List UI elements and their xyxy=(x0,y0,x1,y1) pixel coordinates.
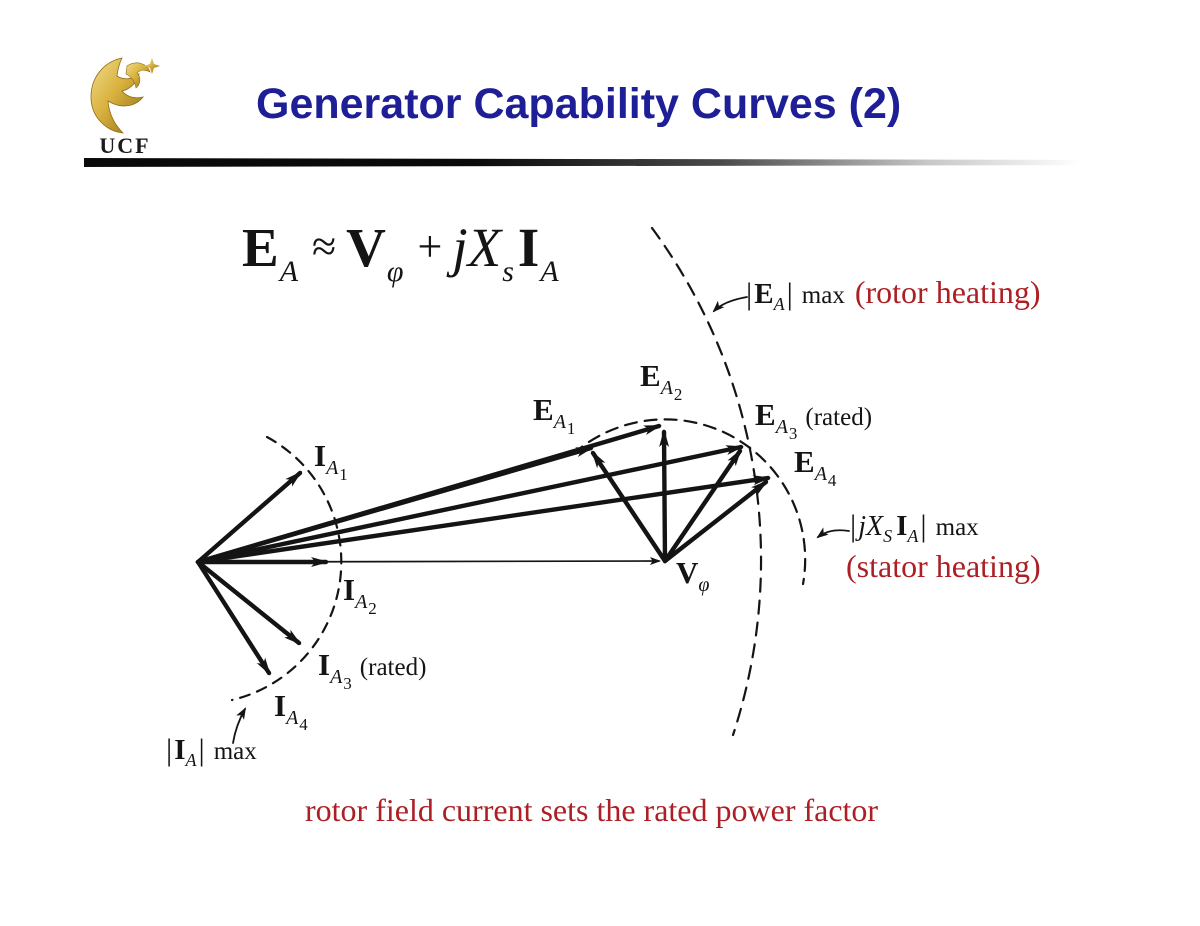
ea3-vector xyxy=(195,444,744,565)
label-ia3: IA3 (rated) xyxy=(318,647,427,692)
ea4-vector xyxy=(195,475,771,565)
label-ia3-index: 3 xyxy=(343,674,352,693)
emf-subscript: A xyxy=(279,255,299,288)
label-ea4-sub: A xyxy=(814,463,827,485)
stator-limit-reactance: jX xyxy=(858,511,884,542)
ucf-wordmark: UCF xyxy=(99,133,150,158)
phasor-vectors xyxy=(195,423,771,676)
armature-limit-open-bar: | xyxy=(166,732,173,767)
rotor-heating-note: (rotor heating) xyxy=(854,274,1041,310)
label-ia3-note: (rated) xyxy=(359,654,427,681)
label-ia1-sub: A xyxy=(326,457,339,479)
rotor-limit-label: |EA|max(rotor heating) xyxy=(744,274,1041,313)
rotor-limit-open-bar: | xyxy=(746,276,753,311)
label-ea4: EA4 xyxy=(794,444,844,489)
rotor-limit-leader xyxy=(712,296,748,313)
emf-symbol: E xyxy=(242,217,279,278)
label-ea3-note: (rated) xyxy=(805,404,873,431)
stator-limit-current-sub: A xyxy=(907,526,919,546)
label-ea2-sub: A xyxy=(660,377,673,399)
label-ea2: EA2 xyxy=(640,358,690,403)
label-ea3: EA3 (rated) xyxy=(755,397,873,442)
plus-sign: + xyxy=(417,222,443,271)
label-ea2-index: 2 xyxy=(673,385,683,404)
label-ea4-index: 4 xyxy=(827,471,837,490)
ia4-vector xyxy=(195,559,272,676)
jxs-ia1-vector xyxy=(590,450,668,564)
page-title: Generator Capability Curves (2) xyxy=(256,80,902,128)
label-ea3-index: 3 xyxy=(788,424,798,443)
jxs-ia2-vector xyxy=(659,429,670,564)
armature-current-limit-arc xyxy=(230,435,343,702)
label-ia1-index: 1 xyxy=(339,465,348,484)
voltage-symbol: V xyxy=(346,217,386,278)
label-ia4-index: 4 xyxy=(299,715,308,734)
reactance-subscript: s xyxy=(502,255,514,288)
label-vphi-base: V xyxy=(676,555,699,590)
rotor-limit-subscript: A xyxy=(773,294,785,314)
label-ea2-base: E xyxy=(640,358,661,393)
label-ia2-base: I xyxy=(343,572,356,607)
current-symbol: I xyxy=(517,217,540,278)
ia3-vector xyxy=(195,559,302,646)
slide-caption: rotor field current sets the rated power… xyxy=(305,792,879,828)
stator-limit-close-bar: | xyxy=(920,508,927,543)
ucf-logo: UCF xyxy=(90,57,160,158)
jxs-ia4-vector xyxy=(662,479,769,564)
rotor-limit-arc xyxy=(650,226,763,737)
rotor-limit-close-bar: | xyxy=(786,276,793,311)
label-ia4-base: I xyxy=(274,688,287,723)
approx-sign: ≈ xyxy=(312,222,337,271)
ia1-vector xyxy=(195,470,303,565)
stator-limit-reactance-sub: S xyxy=(883,526,893,546)
armature-limit-close-bar: | xyxy=(198,732,205,767)
label-ea3-sub: A xyxy=(775,416,788,438)
emf-equation: EA≈Vφ+jXsIA xyxy=(242,217,563,287)
label-ia2: IA2 xyxy=(343,572,385,617)
pegasus-icon xyxy=(90,57,160,134)
armature-limit-symbol: I xyxy=(174,734,186,766)
label-ia1-base: I xyxy=(314,438,327,473)
stator-heating-note: (stator heating) xyxy=(846,548,1041,584)
label-ea1-sub: A xyxy=(553,411,566,433)
armature-limit-subscript: A xyxy=(185,750,197,770)
label-ea1-index: 1 xyxy=(566,419,576,438)
label-ea3-base: E xyxy=(755,397,776,432)
ea2-vector xyxy=(195,423,662,565)
label-vphi: Vφ xyxy=(676,555,709,595)
armature-limit-label: |IA|max xyxy=(164,732,257,769)
stator-limit-open-bar: | xyxy=(850,508,857,543)
label-ea1-base: E xyxy=(533,392,554,427)
label-ia4-sub: A xyxy=(286,707,299,729)
stator-limit-leader xyxy=(816,527,850,539)
stator-limit-label: |jXS IA|max xyxy=(848,508,979,545)
armature-limit-leader xyxy=(232,707,246,744)
label-ia4: IA4 xyxy=(274,688,316,733)
label-ea1: EA1 xyxy=(533,392,583,437)
current-subscript: A xyxy=(540,255,559,288)
armature-limit-max: max xyxy=(213,738,257,765)
label-ia2-index: 2 xyxy=(368,599,377,618)
label-ia3-sub: A xyxy=(330,666,343,688)
label-ia1: IA1 xyxy=(314,438,356,483)
stator-limit-current: I xyxy=(896,510,908,542)
stator-limit-max: max xyxy=(935,514,979,541)
label-ea4-base: E xyxy=(794,444,815,479)
rotor-limit-symbol: E xyxy=(754,278,774,310)
reactance-symbol: jX xyxy=(452,217,502,278)
jxs-ia3-vector xyxy=(662,448,743,564)
rotor-limit-max: max xyxy=(801,282,845,309)
voltage-subscript: φ xyxy=(386,255,404,288)
label-ia2-sub: A xyxy=(355,591,368,613)
label-ia3-base: I xyxy=(318,647,331,682)
label-vphi-sub: φ xyxy=(698,574,710,596)
stator-limit-arc xyxy=(571,418,807,586)
title-divider-bar xyxy=(84,158,1112,167)
